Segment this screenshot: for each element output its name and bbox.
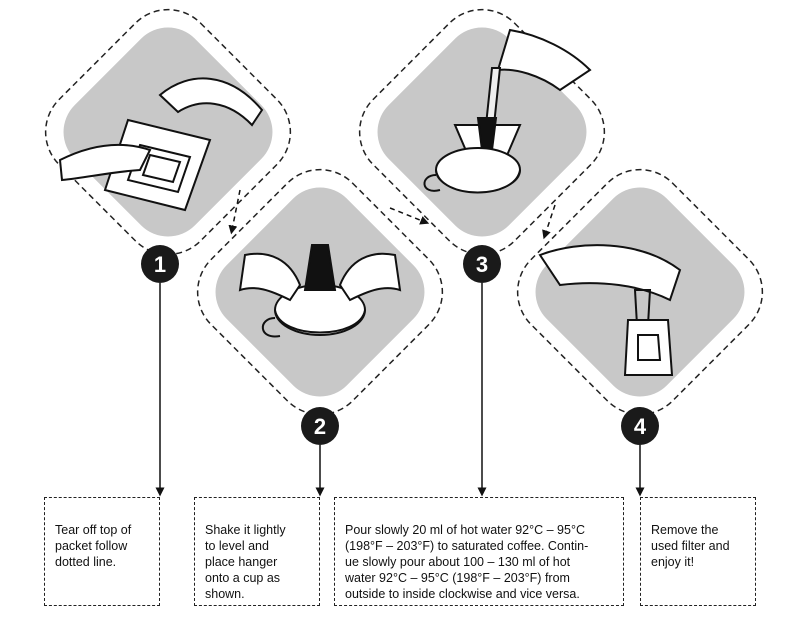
step-3-caption-box: Pour slowly 20 ml of hot water 92°C – 95… [334, 497, 624, 606]
panel-connectors [228, 189, 556, 240]
step-2-caption: Shake it lightly to level and place hang… [205, 523, 286, 601]
step-4-panel [516, 168, 764, 416]
step-4-badge: 4 [621, 407, 659, 445]
step-2-number: 2 [314, 414, 326, 439]
step-4-number: 4 [634, 414, 647, 439]
hang-filter-illustration [238, 244, 402, 338]
step-1-caption-box: Tear off top of packet follow dotted lin… [44, 497, 160, 606]
tear-packet-illustration [58, 77, 264, 212]
step-3-number: 3 [476, 252, 488, 277]
step-2-badge: 2 [301, 407, 339, 445]
step-2-caption-box: Shake it lightly to level and place hang… [194, 497, 320, 606]
caption-connectors [155, 283, 645, 497]
step-1-number: 1 [154, 252, 166, 277]
remove-filter-illustration [538, 244, 682, 376]
step-4-caption: Remove the used filter and enjoy it! [651, 523, 730, 569]
step-3-panel [358, 8, 606, 256]
step-1-panel [44, 8, 292, 256]
step-2-panel [196, 168, 444, 416]
step-1-caption: Tear off top of packet follow dotted lin… [55, 523, 132, 569]
step-4-caption-box: Remove the used filter and enjoy it! [640, 497, 756, 606]
step-3-badge: 3 [463, 245, 501, 283]
pour-water-illustration [423, 28, 592, 194]
step-1-badge: 1 [141, 245, 179, 283]
step-3-caption: Pour slowly 20 ml of hot water 92°C – 95… [345, 523, 589, 601]
